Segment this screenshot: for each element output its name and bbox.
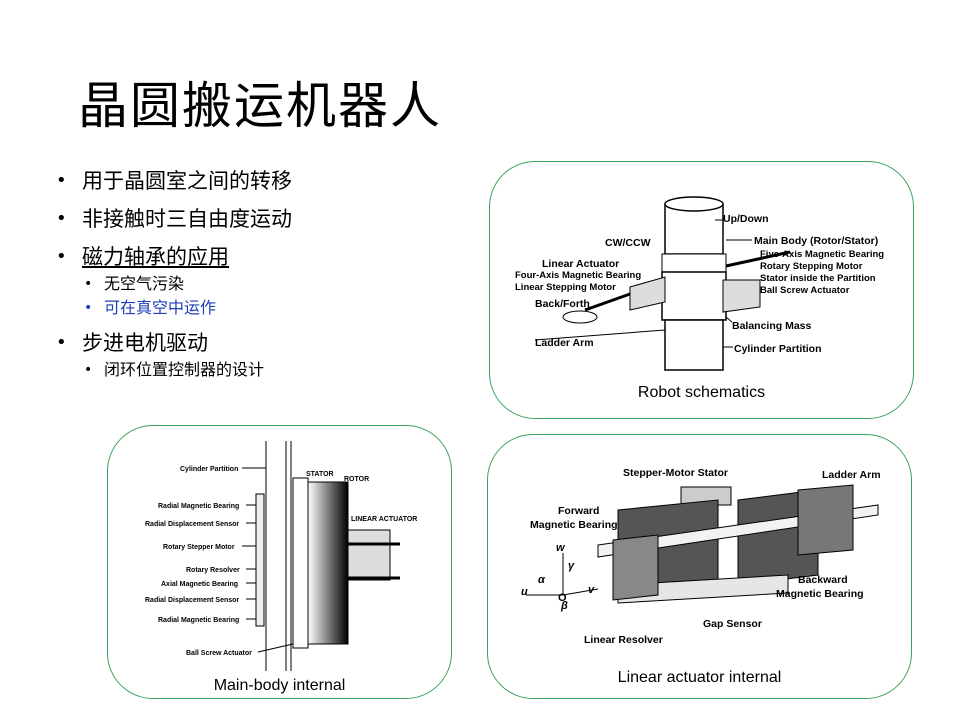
label-backforth: Back/Forth	[535, 298, 590, 310]
label-rotor: ROTOR	[344, 476, 369, 483]
bullet-item: 步进电机驱动	[56, 330, 292, 356]
linear-actuator-caption: Linear actuator internal	[617, 669, 782, 686]
axis-gamma: γ	[568, 560, 575, 572]
axis-alpha: α	[538, 574, 546, 586]
main-body-panel: STATOR ROTOR LINEAR ACTUATOR Cylinder Pa…	[107, 425, 452, 699]
label-ball-screw: Ball Screw Actuator	[760, 285, 850, 296]
label-linear-actuator-mb: LINEAR ACTUATOR	[351, 516, 417, 523]
label-linear-actuator: Linear Actuator	[542, 258, 619, 270]
linear-actuator-diagram: Stepper-Motor Stator Ladder Arm Forward …	[521, 467, 881, 646]
label-backward-mb-1: Backward	[798, 574, 848, 586]
label-ladder: Ladder Arm	[535, 337, 594, 349]
bullet-item: 磁力轴承的应用	[56, 244, 292, 270]
label-cylinder-partition: Cylinder Partition	[180, 466, 238, 473]
label-forward-mb-1: Forward	[558, 505, 599, 517]
label-forward-mb-2: Magnetic Bearing	[530, 519, 618, 531]
axis-v: v	[588, 584, 595, 596]
label-cwccw: CW/CCW	[605, 237, 651, 249]
label-rotary-stepping: Rotary Stepping Motor	[760, 261, 863, 272]
label-stator-inside: Stator inside the Partition	[760, 273, 876, 284]
axis-beta: β	[560, 600, 568, 612]
sub-bullet-item: 闭环位置控制器的设计	[56, 360, 292, 380]
linear-actuator-panel: Stepper-Motor Stator Ladder Arm Forward …	[487, 434, 912, 699]
bullet-text: 磁力轴承的应用	[82, 245, 229, 269]
bullet-list: 用于晶圆室之间的转移 非接触时三自由度运动 磁力轴承的应用 无空气污染 可在真空…	[56, 168, 292, 380]
label-stator: STATOR	[306, 471, 334, 478]
label-four-axis: Four-Axis Magnetic Bearing	[515, 270, 641, 281]
label-balancing: Balancing Mass	[732, 320, 812, 332]
axis-origin: O	[558, 592, 567, 604]
robot-schematics-panel: Up/Down CW/CCW Main Body (Rotor/Stator) …	[489, 161, 914, 419]
main-body-diagram: STATOR ROTOR LINEAR ACTUATOR Cylinder Pa…	[145, 441, 417, 671]
label-ladder-arm: Ladder Arm	[822, 469, 881, 481]
label-radial-mb1: Radial Magnetic Bearing	[158, 503, 239, 510]
sub-bullet-item: 可在真空中运作	[56, 298, 292, 318]
robot-schematic-diagram: Up/Down CW/CCW Main Body (Rotor/Stator) …	[515, 196, 884, 371]
bullet-item: 用于晶圆室之间的转移	[56, 168, 292, 194]
label-cylinder: Cylinder Partition	[734, 343, 822, 355]
label-mainbody: Main Body (Rotor/Stator)	[754, 235, 878, 247]
label-gap-sensor: Gap Sensor	[703, 618, 762, 630]
label-updown: Up/Down	[723, 213, 769, 225]
label-ball-screw-mb: Ball Screw Actuator	[186, 650, 252, 657]
label-radial-ds2: Radial Displacement Sensor	[145, 597, 239, 604]
label-backward-mb-2: Magnetic Bearing	[776, 588, 864, 600]
label-rotary-resolver: Rotary Resolver	[186, 567, 240, 574]
slide-title: 晶圆搬运机器人	[78, 77, 442, 135]
label-radial-ds1: Radial Displacement Sensor	[145, 521, 239, 528]
axis-u: u	[521, 586, 528, 598]
label-linear-resolver: Linear Resolver	[584, 634, 663, 646]
label-linear-stepping: Linear Stepping Motor	[515, 282, 616, 293]
sub-bullet-item: 无空气污染	[56, 274, 292, 294]
axis-w: w	[556, 542, 566, 554]
label-axial-mb: Axial Magnetic Bearing	[161, 581, 238, 588]
label-stepper-stator: Stepper-Motor Stator	[623, 467, 728, 479]
robot-caption: Robot schematics	[637, 384, 766, 401]
label-five-axis: Five-Axis Magnetic Bearing	[760, 249, 884, 260]
label-rotary-stepper: Rotary Stepper Motor	[163, 544, 235, 551]
label-radial-mb2: Radial Magnetic Bearing	[158, 617, 239, 624]
bullet-item: 非接触时三自由度运动	[56, 206, 292, 232]
main-body-caption: Main-body internal	[213, 677, 346, 694]
